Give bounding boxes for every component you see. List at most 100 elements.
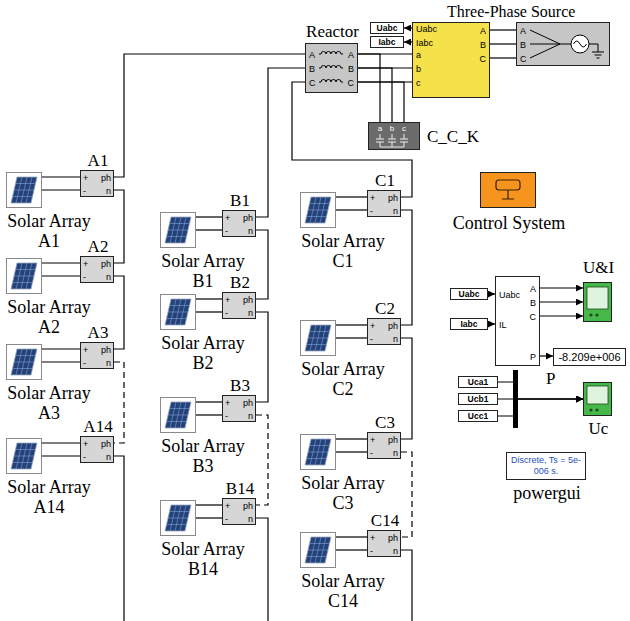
wire-segment bbox=[114, 276, 124, 349]
wire-segment bbox=[358, 54, 380, 122]
wire bbox=[498, 382, 583, 399]
port-label: + bbox=[370, 434, 375, 446]
wire-segment bbox=[490, 43, 516, 44]
block-label: Solar Array B2 bbox=[157, 333, 249, 373]
port-label: + bbox=[83, 172, 88, 184]
wire bbox=[196, 505, 222, 518]
wire bbox=[196, 299, 222, 312]
port-label: + bbox=[83, 344, 88, 356]
port-label: P bbox=[530, 351, 536, 363]
port-label: C bbox=[480, 53, 487, 65]
wire-segment bbox=[196, 414, 222, 415]
scope-block: Uc bbox=[583, 382, 612, 416]
port-label: C bbox=[520, 53, 527, 65]
port-label: - bbox=[83, 357, 86, 369]
port-label: A bbox=[530, 283, 536, 295]
capacitor-fill bbox=[368, 122, 420, 150]
display-block: -8.209e+006P bbox=[553, 348, 626, 366]
scope-screen bbox=[587, 287, 608, 412]
scope-fill bbox=[583, 282, 612, 322]
wire bbox=[488, 294, 495, 295]
block-label: Solar Array C2 bbox=[297, 359, 389, 399]
wire-segment bbox=[42, 176, 80, 177]
tag-label: Iabc bbox=[371, 37, 403, 47]
port-label: n bbox=[106, 271, 111, 283]
port-label: - bbox=[370, 545, 373, 557]
port-label: n bbox=[393, 333, 398, 345]
wire bbox=[114, 276, 124, 349]
wire bbox=[358, 54, 404, 122]
port-label: A bbox=[520, 25, 526, 37]
solar-array: Solar Array C3 bbox=[300, 434, 336, 470]
control-icon bbox=[496, 180, 520, 199]
wire-segment bbox=[42, 361, 80, 362]
solar-array: Solar Array B3 bbox=[160, 397, 196, 433]
wire-segment bbox=[490, 57, 516, 58]
converter-block: C14+ph-n bbox=[367, 530, 401, 557]
port-label: + bbox=[83, 258, 88, 270]
solar-array: Solar Array A2 bbox=[6, 258, 42, 294]
port-label: - bbox=[83, 185, 86, 197]
wire bbox=[336, 325, 367, 338]
wire bbox=[42, 263, 80, 276]
block-label: Solar Array B3 bbox=[157, 436, 249, 476]
port-label: n bbox=[393, 205, 398, 217]
measurement-block: UabcIabcabcABC bbox=[412, 22, 490, 98]
from-tag: Ucc1 bbox=[458, 410, 498, 422]
port-label: ph bbox=[101, 172, 111, 184]
block-label: Solar Array A2 bbox=[3, 297, 95, 337]
port-label: ph bbox=[388, 532, 398, 544]
port-label: ph bbox=[388, 434, 398, 446]
port-label: B bbox=[309, 63, 315, 75]
wire-segment bbox=[336, 209, 367, 210]
port-label: ph bbox=[388, 320, 398, 332]
wire-segment bbox=[404, 41, 412, 42]
block-label: Solar Array B14 bbox=[157, 539, 249, 579]
wire-segment bbox=[42, 455, 80, 456]
port-label: n bbox=[248, 513, 253, 525]
wire-segment bbox=[196, 401, 222, 402]
from-tag: Iabc bbox=[450, 318, 488, 330]
port-label: ph bbox=[243, 397, 253, 409]
wire-segment bbox=[114, 190, 124, 263]
block-label: A3 bbox=[61, 323, 135, 343]
port-label: + bbox=[370, 320, 375, 332]
block-label: Solar Array A1 bbox=[3, 211, 95, 251]
scope-fill bbox=[583, 382, 612, 416]
port-label: ph bbox=[101, 438, 111, 450]
capacitor-block: C_C_Kabc bbox=[368, 122, 420, 150]
wire bbox=[114, 190, 124, 263]
goto-tag: Iabc bbox=[370, 36, 404, 48]
solar-array: Solar Array B1 bbox=[160, 212, 196, 248]
wire bbox=[336, 439, 367, 452]
from-tag: Ucb1 bbox=[458, 393, 498, 405]
wire-segment bbox=[196, 311, 222, 312]
port-label: - bbox=[370, 333, 373, 345]
port-label: B bbox=[520, 39, 526, 51]
block-label: C1 bbox=[348, 171, 422, 191]
port-label: c bbox=[400, 124, 408, 134]
control-fill bbox=[480, 172, 536, 208]
wire-segment bbox=[196, 504, 222, 505]
wire bbox=[42, 349, 80, 362]
solar-array: Solar Array C14 bbox=[300, 532, 336, 568]
wire-segment bbox=[196, 216, 222, 217]
source-symbol bbox=[530, 30, 604, 58]
port-label: - bbox=[225, 307, 228, 319]
solar-array: Solar Array C1 bbox=[300, 192, 336, 228]
port-label: n bbox=[248, 410, 253, 422]
port-label: ph bbox=[101, 258, 111, 270]
wire-segment bbox=[336, 536, 367, 537]
wire bbox=[488, 324, 495, 325]
powergui-block: Discrete, Ts = 5e-006 s.powergui bbox=[506, 452, 586, 480]
converter-fills bbox=[80, 170, 401, 557]
wire bbox=[498, 399, 583, 416]
port-label: - bbox=[225, 410, 228, 422]
wire bbox=[404, 42, 412, 43]
block-label: C3 bbox=[348, 413, 422, 433]
wire bbox=[490, 30, 516, 58]
port-label: A bbox=[309, 49, 315, 61]
port-label: n bbox=[393, 447, 398, 459]
wire-segment bbox=[401, 210, 412, 325]
scope-block: U&I bbox=[583, 282, 612, 322]
